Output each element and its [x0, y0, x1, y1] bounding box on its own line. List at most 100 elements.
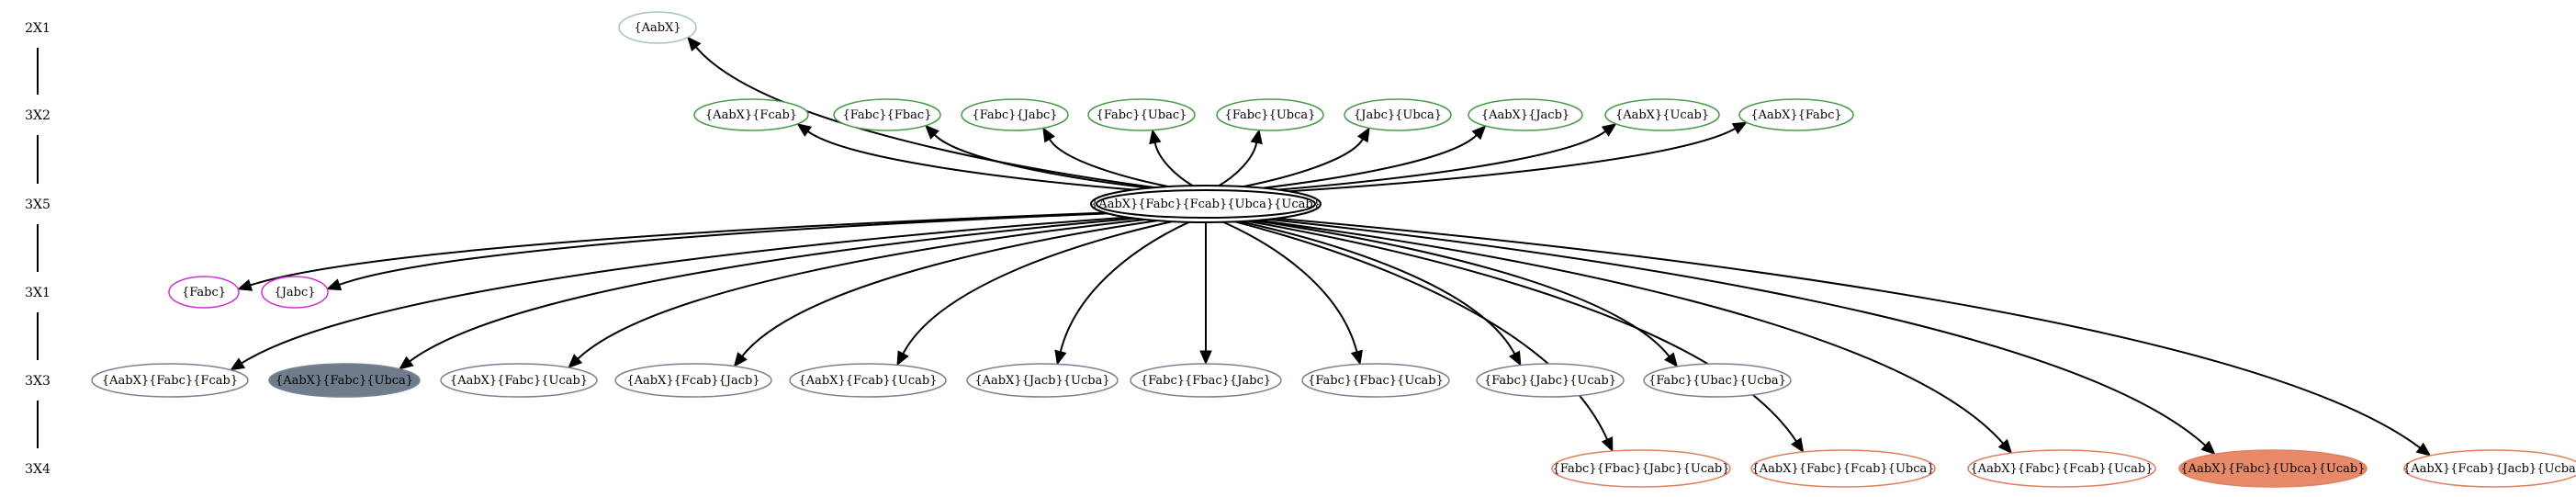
node-label: {AabX}{Fabc}{Fcab}{Ubca}: [1751, 462, 1934, 476]
node-shape: [1643, 363, 1792, 398]
edge: [1218, 142, 1258, 186]
node-shape: [1468, 98, 1583, 131]
node-label: {Fabc}{Jabc}: [972, 108, 1057, 122]
node-label: {AabX}{Fabc}{Ubca}: [276, 374, 413, 388]
graph-node: {AabX}{Fcab}: [693, 98, 809, 131]
node-label: {AabX}{Fcab}: [705, 108, 797, 122]
node-label: {AabX}{Fabc}{Fcab}{Ucab}: [1970, 462, 2153, 476]
node-label: {Fabc}{Fbac}{Jabc}{Ucab}: [1553, 462, 1730, 476]
arrowhead: [398, 356, 414, 370]
node-label: {AabX}: [634, 21, 681, 35]
graph-node: {Fabc}{Fbac}: [833, 98, 941, 131]
edge: [1267, 218, 2207, 446]
edge: [339, 212, 1108, 286]
node-label: {Fabc}{Ubac}: [1097, 108, 1187, 122]
node-shape: [1301, 363, 1450, 398]
edge: [741, 220, 1158, 357]
node-shape: [91, 363, 249, 398]
arrowhead: [1054, 349, 1067, 366]
graph-node: {AabX}: [618, 11, 697, 44]
edge: [1240, 220, 1516, 355]
edge: [1276, 217, 2421, 449]
arrowhead: [237, 278, 253, 291]
node-label: {Jabc}{Ubca}: [1354, 108, 1442, 122]
edge: [934, 134, 1150, 189]
node-label: {Fabc}{Ubac}{Ucba}: [1648, 374, 1786, 388]
node-shape: [614, 363, 772, 398]
arrowhead: [1199, 350, 1212, 366]
arrowhead: [687, 36, 702, 52]
graph-node: {AabX}{Ucab}: [1604, 98, 1720, 131]
edge: [902, 220, 1173, 355]
arrowhead: [230, 357, 246, 371]
node-shape: [1130, 363, 1282, 398]
arrowhead: [1731, 121, 1748, 135]
node-shape: [1738, 98, 1854, 131]
graph-node: {AabX}{Fabc}: [1738, 98, 1854, 131]
graph-node: {Jabc}{Ubca}: [1344, 98, 1452, 131]
graph-node: {AabX}{Fcab}{Ucab}: [789, 363, 947, 398]
node-label: {AabX}{Jacb}: [1481, 108, 1569, 122]
node-shape: [1096, 189, 1316, 219]
node-label: {AabX}{Fabc}: [1750, 108, 1841, 122]
rank-label: 3X2: [25, 108, 51, 123]
node-label: {AabX}{Fcab}{Jacb}: [626, 374, 759, 388]
node-shape: [1476, 363, 1625, 398]
node-label: {AabX}{Fabc}{Ubca}{Ucab}: [2181, 462, 2366, 476]
arrowhead: [796, 123, 813, 137]
node-label: {AabX}{Ucab}: [1615, 108, 1709, 122]
rank-label: 3X5: [25, 198, 51, 212]
arrowhead: [1471, 125, 1487, 141]
node-shape: [1344, 98, 1452, 131]
graph-node: {Fabc}{Ubac}{Ucba}: [1643, 363, 1792, 398]
arrowhead: [326, 278, 343, 291]
node-shape: [789, 363, 947, 398]
node-label: {Jabc}: [274, 286, 315, 299]
graph-node: {AabX}{Fabc}{Fcab}{Ubca}: [1750, 449, 1936, 488]
node-shape: [693, 98, 809, 131]
rank-label: 3X3: [25, 374, 51, 389]
arrowhead: [2415, 442, 2432, 457]
node-label: {AabX}{Fcab}{Jacb}{Ucba}: [2403, 462, 2576, 476]
arrowhead: [733, 352, 748, 367]
arrowhead: [1663, 352, 1679, 367]
edge: [1246, 220, 1797, 442]
node-shape: [1087, 98, 1196, 131]
edge: [1258, 219, 2004, 445]
edge: [1278, 130, 1606, 191]
graph-node: {AabX}{Jacb}: [1468, 98, 1583, 131]
node-label: {Fabc}{Fbac}: [843, 108, 932, 122]
graph-node: {AabX}{Jacb}{Ucba}: [966, 363, 1119, 398]
node-label: {AabX}{Fabc}{Ucab}: [450, 374, 588, 388]
node-shape: [168, 276, 240, 309]
node-shape: [1604, 98, 1720, 131]
edge: [1059, 220, 1190, 353]
edge: [807, 130, 1134, 191]
rank-label: 3X4: [25, 462, 51, 477]
node-outer-ring: [1090, 185, 1322, 223]
node-label: {Fabc}{Ubca}: [1225, 108, 1316, 122]
graph-node: {AabX}{Fabc}{Fcab}{Ubca}{Ucab}: [1090, 185, 1322, 223]
edge: [1153, 142, 1194, 186]
arrowhead: [1790, 437, 1805, 454]
arrowhead: [1997, 438, 2013, 455]
edge: [695, 46, 1155, 189]
node-shape: [961, 98, 1069, 131]
edge: [241, 216, 1128, 365]
node-shape: [1551, 449, 1731, 488]
arrowhead: [1356, 127, 1370, 143]
graph-node: {AabX}{Fabc}{Ubca}: [268, 363, 421, 398]
node-shape: [2403, 449, 2576, 488]
graph-node: {Fabc}{Ubac}: [1087, 98, 1196, 131]
arrowhead: [1149, 129, 1162, 145]
arrowhead: [1350, 349, 1363, 366]
rank-label: 2X1: [25, 21, 51, 36]
node-label: {AabX}{Jacb}{Ucba}: [974, 374, 1109, 388]
node-label: {AabX}{Fabc}{Fcab}{Ubca}{Ucab}: [1091, 198, 1321, 211]
edge: [1263, 134, 1478, 189]
arrowhead: [2200, 440, 2216, 456]
edge: [409, 217, 1136, 363]
graph-node: {Fabc}{Jabc}{Ucab}: [1476, 363, 1625, 398]
